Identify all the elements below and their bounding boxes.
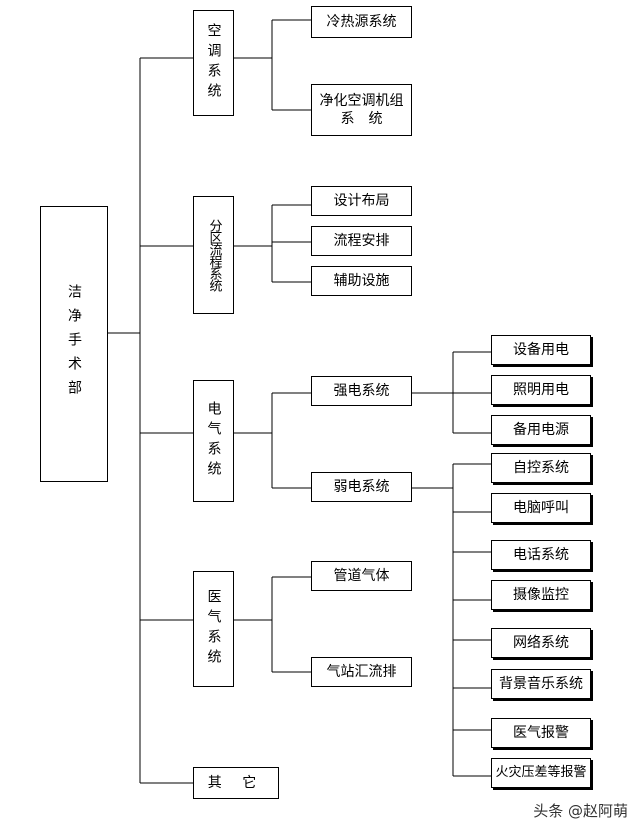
node-strong-current: 强电系统 [311, 376, 412, 406]
node-pipeline-gas: 管道气体 [311, 561, 412, 591]
node-auto-control: 自控系统 [491, 453, 591, 483]
node-ac-system: 空调系统 [193, 10, 234, 116]
node-zone-flow-system-label: 分区流程系统 [206, 219, 222, 291]
node-computer-call: 电脑呼叫 [491, 493, 591, 523]
node-heat-cold-source: 冷热源系统 [311, 6, 412, 38]
node-fire-pressure-alarm-label: 火灾压差等报警 [495, 765, 587, 780]
node-fire-pressure-alarm: 火灾压差等报警 [491, 758, 591, 788]
node-background-music: 背景音乐系统 [491, 669, 591, 699]
node-auto-control-label: 自控系统 [513, 460, 569, 476]
node-strong-current-label: 强电系统 [333, 383, 390, 399]
node-gas-alarm-label: 医气报警 [513, 725, 569, 741]
node-equipment-power-label: 设备用电 [513, 342, 569, 358]
node-pipeline-gas-label: 管道气体 [333, 568, 390, 584]
node-network-label: 网络系统 [513, 635, 569, 651]
node-other-label: 其 它 [207, 775, 265, 791]
node-purify-ac-unit-label: 净化空调机组 系 统 [319, 93, 404, 127]
watermark: 头条 @赵阿萌 [533, 802, 628, 820]
node-telephone: 电话系统 [491, 540, 591, 570]
node-other: 其 它 [193, 767, 279, 799]
node-aux-facility-label: 辅助设施 [333, 273, 390, 289]
node-medical-gas-system-label: 医气系统 [205, 589, 222, 669]
node-telephone-label: 电话系统 [513, 547, 569, 563]
node-weak-current-label: 弱电系统 [333, 479, 390, 495]
node-zone-flow-system: 分区流程系统 [193, 196, 234, 314]
node-lighting-power: 照明用电 [491, 375, 591, 405]
node-aux-facility: 辅助设施 [311, 266, 412, 296]
node-lighting-power-label: 照明用电 [513, 382, 569, 398]
node-gas-manifold-label: 气站汇流排 [326, 664, 397, 680]
root-label: 洁净手术部 [66, 284, 82, 404]
node-heat-cold-source-label: 冷热源系统 [326, 14, 397, 30]
node-network: 网络系统 [491, 628, 591, 658]
node-electrical-system: 电气系统 [193, 380, 234, 502]
node-equipment-power: 设备用电 [491, 335, 591, 365]
root-node: 洁净手术部 [40, 206, 108, 482]
node-purify-ac-unit: 净化空调机组 系 统 [311, 84, 412, 136]
node-backup-power-label: 备用电源 [513, 422, 569, 438]
node-camera-monitor-label: 摄像监控 [513, 587, 569, 603]
node-gas-manifold: 气站汇流排 [311, 657, 412, 687]
node-design-layout: 设计布局 [311, 186, 412, 216]
node-process-arrange: 流程安排 [311, 226, 412, 256]
node-medical-gas-system: 医气系统 [193, 571, 234, 687]
node-computer-call-label: 电脑呼叫 [513, 500, 569, 516]
node-process-arrange-label: 流程安排 [333, 233, 390, 249]
node-design-layout-label: 设计布局 [333, 193, 390, 209]
node-backup-power: 备用电源 [491, 415, 591, 445]
node-electrical-system-label: 电气系统 [205, 401, 222, 481]
node-ac-system-label: 空调系统 [205, 23, 222, 103]
node-gas-alarm: 医气报警 [491, 718, 591, 748]
node-background-music-label: 背景音乐系统 [499, 676, 583, 692]
node-camera-monitor: 摄像监控 [491, 580, 591, 610]
node-weak-current: 弱电系统 [311, 472, 412, 502]
